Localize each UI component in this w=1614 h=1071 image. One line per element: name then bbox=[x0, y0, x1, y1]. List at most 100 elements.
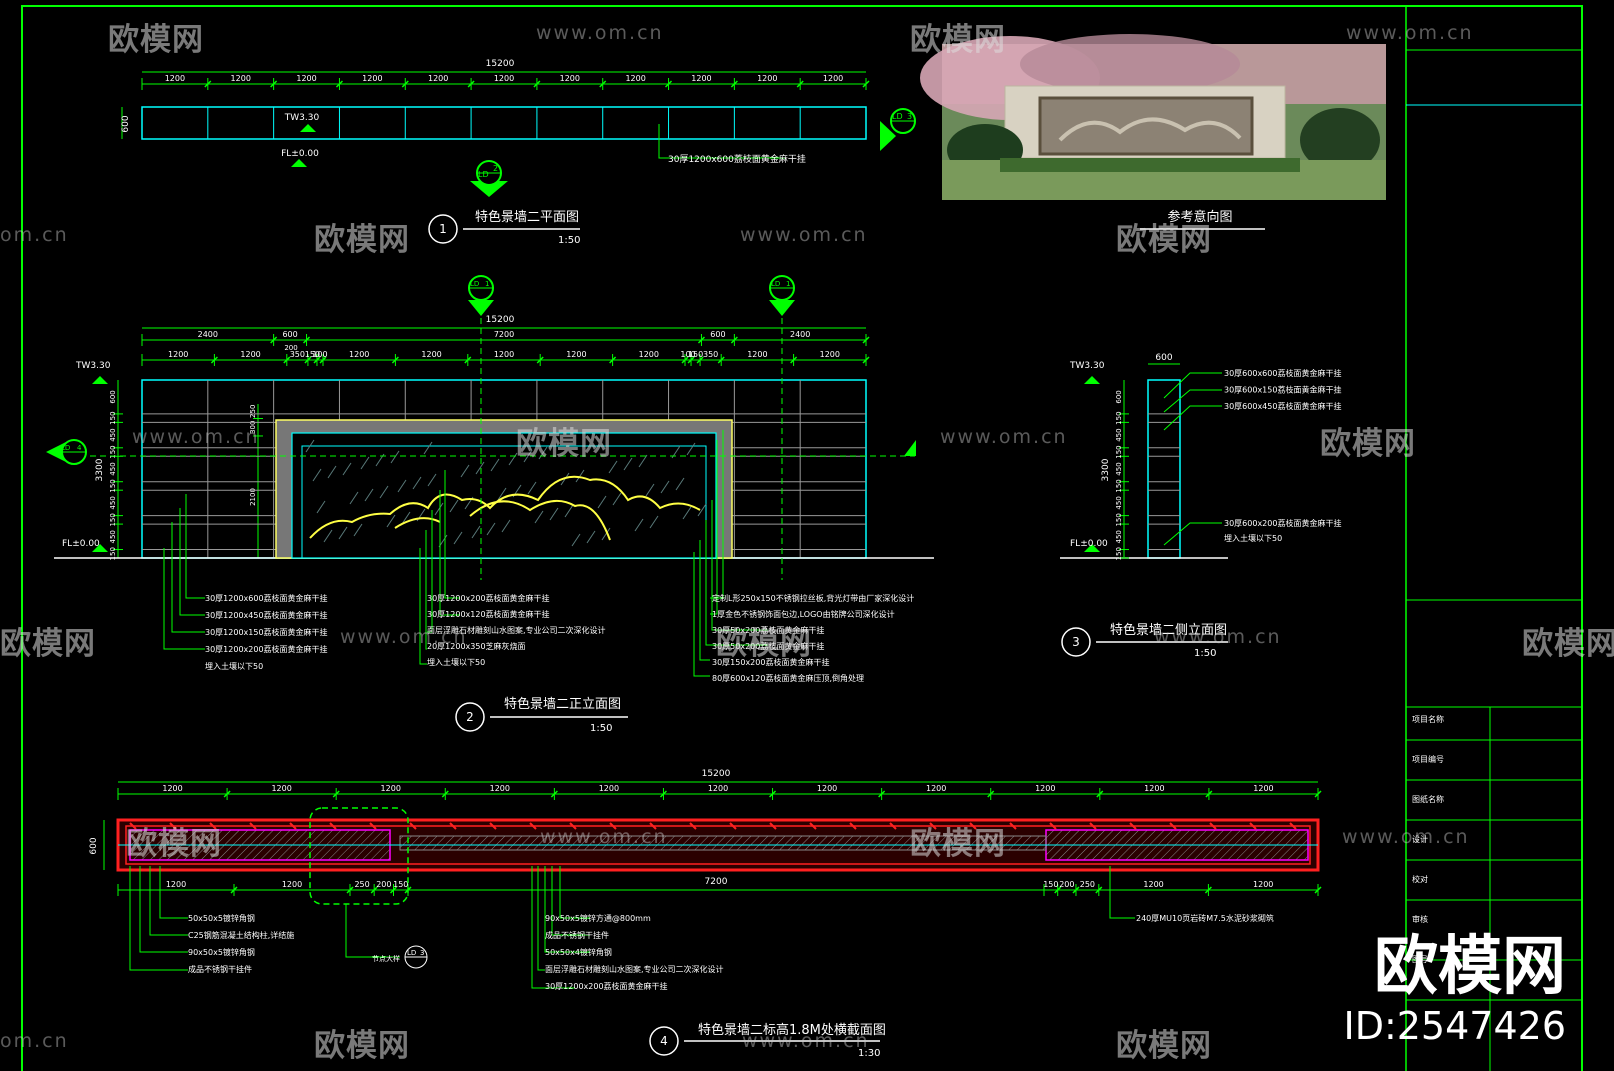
watermark-url: www.om.cn bbox=[1342, 826, 1470, 848]
section-note: C25钢筋混凝土结构柱,详结施 bbox=[188, 930, 294, 940]
dimension-label: 1200 bbox=[1143, 880, 1163, 889]
elevation-note: 定制L形250x150不锈钢拉丝板,背光灯带由厂家深化设计 bbox=[712, 593, 914, 603]
dimension-label: 1200 bbox=[1144, 784, 1164, 793]
plan-panel-joints bbox=[207, 107, 801, 139]
dimension-label: 1200 bbox=[823, 74, 843, 83]
dimension-label: 450 bbox=[109, 428, 117, 441]
side-title: 特色景墙二侧立面图 bbox=[1110, 622, 1227, 638]
elevation-note: 20厚1200x350芝麻灰烧面 bbox=[427, 641, 526, 651]
section-mark-right bbox=[769, 275, 795, 316]
dimension-label: 1200 bbox=[560, 74, 580, 83]
section-mark-left bbox=[468, 275, 494, 316]
dimension-label: 1200 bbox=[162, 784, 182, 793]
plan-callout-bottom-num: 2 bbox=[493, 164, 498, 173]
elevation-note: 30厚1200x200荔枝面黄金麻干挂 bbox=[205, 644, 328, 654]
detail-cloud bbox=[309, 807, 409, 905]
dimension-label: 2100 bbox=[249, 488, 257, 506]
dimension-label: 600 bbox=[1115, 390, 1123, 403]
section-note: 240厚MU10页岩砖M7.5水泥砂浆砌筑 bbox=[1136, 913, 1274, 923]
plan-scale: 1:50 bbox=[558, 235, 580, 246]
dimension-label: 450 bbox=[1115, 496, 1123, 509]
dimension-label: 150 bbox=[1043, 880, 1058, 889]
watermark-brand: 欧模网 bbox=[1116, 1028, 1212, 1064]
elevation-note: 面层浮雕石材雕刻山水图案,专业公司二次深化设计 bbox=[427, 625, 606, 635]
side-note: 30厚600x150荔枝面黄金麻干挂 bbox=[1224, 385, 1341, 395]
section-note: 成品不锈钢干挂件 bbox=[545, 930, 609, 940]
tw-marker-icon bbox=[300, 124, 316, 132]
dimension-label: 450 bbox=[1115, 462, 1123, 475]
title-block-label: 项目编号 bbox=[1412, 754, 1444, 764]
mountain-relief bbox=[309, 475, 701, 541]
dimension-label: 200 bbox=[284, 344, 297, 352]
side-note: 埋入土壤以下50 bbox=[1224, 533, 1282, 543]
dimension-label: 600 bbox=[282, 330, 297, 339]
plan-callout-bottom bbox=[470, 160, 508, 197]
elevation-note: 30厚1200x120荔枝面黄金麻干挂 bbox=[427, 609, 550, 619]
watermark-url: www.om.cn bbox=[1154, 626, 1282, 648]
watermark-url: www.om.cn bbox=[742, 1030, 870, 1052]
dimension-label: 1200 bbox=[747, 350, 767, 359]
dimension-label: 150 bbox=[109, 547, 117, 560]
title-block-label: 图纸名称 bbox=[1412, 794, 1444, 804]
dimension-label: 100 bbox=[312, 350, 327, 359]
detail-ref-num: 3 bbox=[420, 949, 424, 957]
dimension-label: 150 bbox=[393, 880, 408, 889]
elevation-note: 30厚1200x450荔枝面黄金麻干挂 bbox=[205, 610, 328, 620]
dimension-label: 1200 bbox=[282, 880, 302, 889]
dimension-label: 1200 bbox=[349, 350, 369, 359]
watermark-url: om.cn bbox=[0, 224, 69, 246]
detail-ref-sheet: LD bbox=[407, 949, 416, 957]
dimension-label: 1200 bbox=[599, 784, 619, 793]
dimension-label: 1200 bbox=[296, 74, 316, 83]
dimension-label: 1200 bbox=[708, 784, 728, 793]
dimension-label: 1200 bbox=[490, 784, 510, 793]
watermark-brand: 欧模网 bbox=[314, 222, 410, 258]
dimension-label: 1200 bbox=[639, 350, 659, 359]
brand-logo-text: 欧模网 bbox=[1374, 930, 1566, 1004]
side-leaders bbox=[1163, 372, 1222, 546]
title-block-label: 图号 bbox=[1412, 955, 1428, 964]
watermark-brand: 欧模网 bbox=[716, 626, 812, 662]
dimension-label: 350 bbox=[290, 350, 305, 359]
elevation-note: 埋入土壤以下50 bbox=[427, 657, 485, 667]
watermark-brand: 欧模网 bbox=[910, 826, 1006, 862]
dimension-label: 450 bbox=[1115, 530, 1123, 543]
dimension-label: 1200 bbox=[165, 74, 185, 83]
plan-depth-dim: 600 bbox=[121, 115, 131, 132]
dimension-label: 1200 bbox=[625, 74, 645, 83]
dimension-label: 1200 bbox=[231, 74, 251, 83]
dimension-label: 150 bbox=[1115, 411, 1123, 424]
dimension-label: 1200 bbox=[381, 784, 401, 793]
elevation-note: 30厚1200x200荔枝面黄金麻干挂 bbox=[427, 593, 550, 603]
plan-callout-right-num: 3 bbox=[907, 112, 912, 121]
side-height-dim: 3300 bbox=[1101, 458, 1111, 481]
plan-callout-right bbox=[880, 108, 916, 151]
dimension-label: 1200 bbox=[566, 350, 586, 359]
section-mark-right-sheet: LD bbox=[771, 280, 780, 288]
section-mid-dim: 7200 bbox=[705, 877, 728, 887]
plan-wall-outline bbox=[141, 106, 867, 140]
front-height-dim: 3300 bbox=[95, 458, 105, 481]
section-note: 50x50x4镀锌角钢 bbox=[545, 947, 612, 957]
dimension-label: 450 bbox=[109, 462, 117, 475]
dimension-label: 150 bbox=[688, 350, 703, 359]
dimension-label: 450 bbox=[1115, 428, 1123, 441]
title-block-label: 审核 bbox=[1412, 914, 1428, 924]
dimension-label: 600 bbox=[109, 390, 117, 403]
plan-note-leader bbox=[658, 124, 785, 159]
front-title: 特色景墙二正立面图 bbox=[504, 696, 621, 712]
dimension-label: 600 bbox=[710, 330, 725, 339]
dimension-label: 7200 bbox=[494, 330, 514, 339]
side-fl-label: FL±0.00 bbox=[1070, 539, 1108, 549]
relief-panel bbox=[291, 432, 717, 559]
plan-overall-dim: 15200 bbox=[486, 59, 515, 69]
title-block-label: 项目名称 bbox=[1412, 714, 1444, 724]
section-note: 50x50x5镀锌角钢 bbox=[188, 913, 255, 923]
